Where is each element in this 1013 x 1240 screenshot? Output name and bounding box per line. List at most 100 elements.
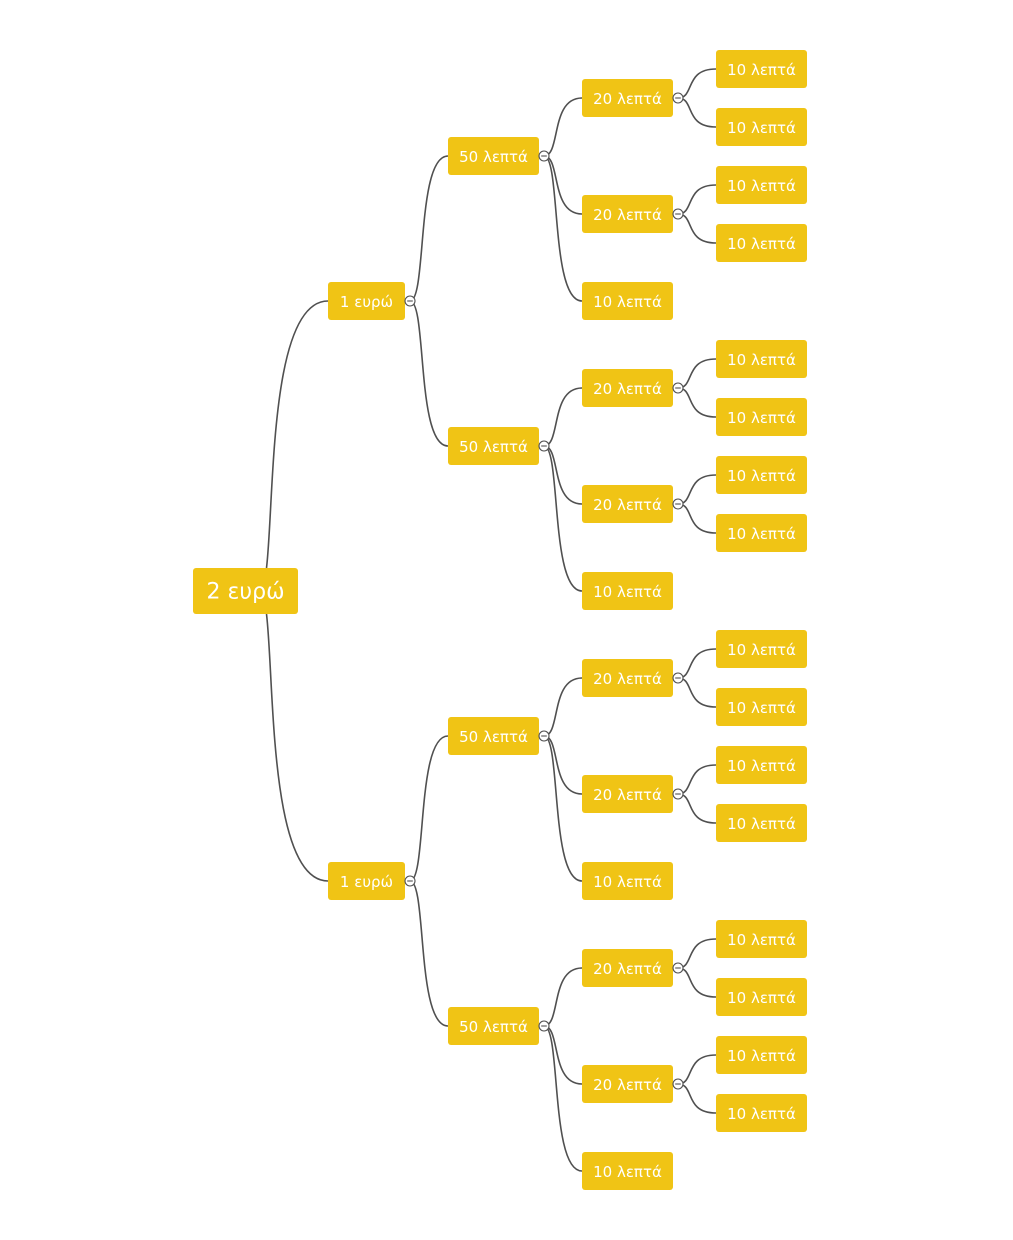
- ten-cent-node[interactable]: 10 λεπτά: [716, 166, 807, 204]
- twenty-cent-node[interactable]: 20 λεπτά: [582, 659, 673, 697]
- collapse-icon[interactable]: [538, 1020, 550, 1032]
- ten-cent-node[interactable]: 10 λεπτά: [716, 224, 807, 262]
- euro-node[interactable]: 1 ευρώ: [328, 862, 405, 900]
- node-label: 20 λεπτά: [593, 960, 662, 978]
- connector-line: [543, 97, 583, 157]
- collapse-toggles: [404, 92, 684, 1090]
- node-label: 2 ευρώ: [207, 580, 285, 605]
- connector-line: [409, 735, 449, 882]
- node-label: 10 λεπτά: [727, 989, 796, 1007]
- fifty-cent-node[interactable]: 50 λεπτά: [448, 717, 539, 755]
- node-label: 10 λεπτά: [727, 757, 796, 775]
- node-label: 10 λεπτά: [727, 1105, 796, 1123]
- twenty-cent-node[interactable]: 10 λεπτά: [582, 282, 673, 320]
- connector-line: [265, 300, 329, 569]
- collapse-icon[interactable]: [538, 150, 550, 162]
- node-label: 20 λεπτά: [593, 670, 662, 688]
- connector-line: [409, 880, 449, 1027]
- node-label: 10 λεπτά: [727, 699, 796, 717]
- ten-cent-node[interactable]: 10 λεπτά: [716, 746, 807, 784]
- twenty-cent-node[interactable]: 20 λεπτά: [582, 1065, 673, 1103]
- node-label: 20 λεπτά: [593, 786, 662, 804]
- node-label: 10 λεπτά: [727, 1047, 796, 1065]
- connector-line: [265, 613, 329, 882]
- euro-node[interactable]: 1 ευρώ: [328, 282, 405, 320]
- fifty-cent-node[interactable]: 50 λεπτά: [448, 1007, 539, 1045]
- collapse-icon[interactable]: [538, 440, 550, 452]
- node-label: 10 λεπτά: [727, 177, 796, 195]
- connector-line: [543, 387, 583, 447]
- twenty-cent-node[interactable]: 20 λεπτά: [582, 195, 673, 233]
- collapse-icon[interactable]: [672, 208, 684, 220]
- collapse-icon[interactable]: [672, 92, 684, 104]
- root-node[interactable]: 2 ευρώ: [193, 568, 298, 614]
- connector-line: [677, 387, 717, 418]
- collapse-icon[interactable]: [538, 730, 550, 742]
- ten-cent-node[interactable]: 10 λεπτά: [716, 1036, 807, 1074]
- node-label: 10 λεπτά: [727, 351, 796, 369]
- connector-line: [543, 445, 583, 592]
- node-label: 10 λεπτά: [727, 119, 796, 137]
- twenty-cent-node[interactable]: 20 λεπτά: [582, 485, 673, 523]
- twenty-cent-node[interactable]: 20 λεπτά: [582, 369, 673, 407]
- node-label: 10 λεπτά: [593, 293, 662, 311]
- ten-cent-node[interactable]: 10 λεπτά: [716, 804, 807, 842]
- connector-line: [677, 1054, 717, 1085]
- ten-cent-node[interactable]: 10 λεπτά: [716, 514, 807, 552]
- connector-line: [409, 300, 449, 447]
- collapse-icon[interactable]: [672, 962, 684, 974]
- node-label: 20 λεπτά: [593, 1076, 662, 1094]
- ten-cent-node[interactable]: 10 λεπτά: [716, 630, 807, 668]
- connector-line: [677, 938, 717, 969]
- connector-line: [677, 213, 717, 244]
- connector-line: [543, 155, 583, 302]
- node-label: 20 λεπτά: [593, 496, 662, 514]
- ten-cent-node[interactable]: 10 λεπτά: [716, 1094, 807, 1132]
- connector-line: [677, 474, 717, 505]
- twenty-cent-node[interactable]: 10 λεπτά: [582, 572, 673, 610]
- twenty-cent-node[interactable]: 20 λεπτά: [582, 79, 673, 117]
- collapse-icon[interactable]: [404, 295, 416, 307]
- nodes: 2 ευρώ 1 ευρώ 50 λεπτά 20 λεπτά 10 λεπτά 10 λ…: [193, 50, 807, 1190]
- collapse-icon[interactable]: [404, 875, 416, 887]
- node-label: 10 λεπτά: [727, 931, 796, 949]
- node-label: 10 λεπτά: [593, 583, 662, 601]
- fifty-cent-node[interactable]: 50 λεπτά: [448, 137, 539, 175]
- collapse-icon[interactable]: [672, 498, 684, 510]
- connector-line: [677, 1083, 717, 1114]
- twenty-cent-node[interactable]: 10 λεπτά: [582, 1152, 673, 1190]
- connector-line: [677, 677, 717, 708]
- collapse-icon[interactable]: [672, 1078, 684, 1090]
- node-label: 10 λεπτά: [727, 525, 796, 543]
- node-label: 1 ευρώ: [340, 293, 393, 311]
- node-label: 50 λεπτά: [459, 438, 528, 456]
- node-label: 50 λεπτά: [459, 148, 528, 166]
- collapse-icon[interactable]: [672, 672, 684, 684]
- twenty-cent-node[interactable]: 20 λεπτά: [582, 775, 673, 813]
- node-label: 10 λεπτά: [593, 1163, 662, 1181]
- ten-cent-node[interactable]: 10 λεπτά: [716, 398, 807, 436]
- ten-cent-node[interactable]: 10 λεπτά: [716, 50, 807, 88]
- connector-line: [409, 155, 449, 302]
- collapse-icon[interactable]: [672, 788, 684, 800]
- node-label: 10 λεπτά: [727, 409, 796, 427]
- connector-line: [677, 503, 717, 534]
- ten-cent-node[interactable]: 10 λεπτά: [716, 340, 807, 378]
- twenty-cent-node[interactable]: 20 λεπτά: [582, 949, 673, 987]
- connector-line: [677, 97, 717, 128]
- ten-cent-node[interactable]: 10 λεπτά: [716, 688, 807, 726]
- collapse-icon[interactable]: [672, 382, 684, 394]
- node-label: 50 λεπτά: [459, 1018, 528, 1036]
- fifty-cent-node[interactable]: 50 λεπτά: [448, 427, 539, 465]
- node-label: 10 λεπτά: [727, 815, 796, 833]
- ten-cent-node[interactable]: 10 λεπτά: [716, 978, 807, 1016]
- ten-cent-node[interactable]: 10 λεπτά: [716, 456, 807, 494]
- ten-cent-node[interactable]: 10 λεπτά: [716, 920, 807, 958]
- node-label: 10 λεπτά: [727, 235, 796, 253]
- node-label: 10 λεπτά: [593, 873, 662, 891]
- twenty-cent-node[interactable]: 10 λεπτά: [582, 862, 673, 900]
- ten-cent-node[interactable]: 10 λεπτά: [716, 108, 807, 146]
- connector-line: [677, 648, 717, 679]
- node-label: 50 λεπτά: [459, 728, 528, 746]
